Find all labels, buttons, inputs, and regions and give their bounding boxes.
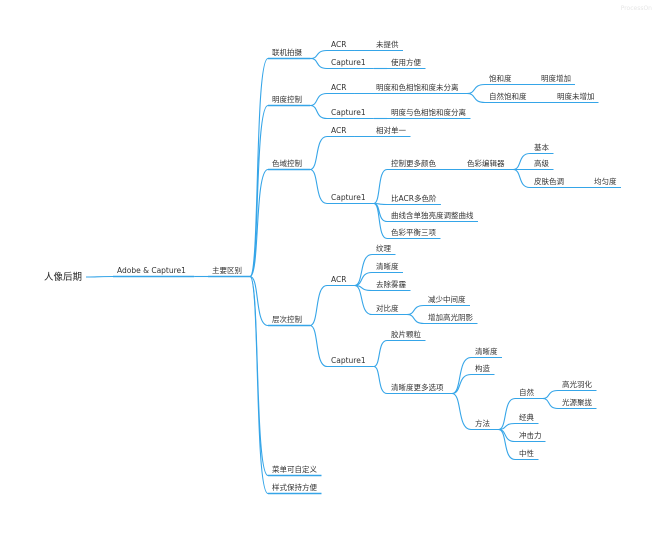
node-label: 明度增加 [541,73,571,83]
node-label: 自然 [519,387,534,397]
node-label: 样式保持方便 [272,482,317,492]
node-label: ACR [331,40,346,49]
node-label: 光源聚拢 [562,397,592,407]
node-label: 色彩平衡三项 [391,227,436,237]
node-label: 胶片颗粒 [391,329,421,339]
connector [373,168,388,205]
node-label: 皮肤色调 [534,176,564,186]
node-label: 方法 [475,418,490,428]
connector [249,104,269,278]
node-label: Capture1 [331,193,366,202]
node-label: 曲线含单独亮度调整曲线 [391,210,474,220]
node-label: Capture1 [331,108,366,117]
node-label: 色域控制 [272,158,302,168]
node-label: 饱和度 [489,73,512,83]
connector [249,275,269,495]
node-label: 菜单可自定义 [272,464,317,474]
connector [354,284,373,316]
connector [451,373,472,395]
node-label: 清晰度更多选项 [391,382,444,392]
node-label: 控制更多颜色 [391,158,436,168]
node-label: ACR [331,83,346,92]
connector [406,313,425,325]
node-label: 使用方便 [391,57,421,67]
connector [498,428,516,461]
node-label: 对比度 [376,303,399,313]
node-label: 层次控制 [272,314,302,324]
node-label: 相对单一 [376,125,406,135]
connector [309,324,328,368]
node-label: 增加高光阴影 [428,312,473,322]
connector [542,389,559,400]
node-label: 冲击力 [519,430,542,440]
connector [354,271,373,287]
mindmap-edges [86,49,621,495]
node-label: 基本 [534,142,549,152]
node-label: Capture1 [331,356,366,365]
connector [373,202,388,240]
node-label: ACR [331,275,346,284]
node-label: 均匀度 [594,176,617,186]
node-label: 比ACR多色阶 [391,193,437,203]
node-label: 未提供 [376,39,399,49]
connector [466,92,486,104]
node-label: 经典 [519,412,534,422]
connector [451,356,472,395]
node-label: 明度控制 [272,94,302,104]
connector [309,135,328,171]
node-label: 高光羽化 [562,379,592,389]
connector [451,392,472,431]
node-label: 明度与色相饱和度分离 [391,107,466,117]
node-label: 纹理 [376,243,391,253]
root-node: 人像后期 [44,271,82,283]
node-label: 去除雾霾 [376,279,406,289]
connector [309,284,328,327]
node-label: 清晰度 [376,261,399,271]
node-label: 明度未增加 [557,91,595,101]
node-label: 联机拍摄 [272,47,302,57]
mindmap-nodes: 人像后期 Adobe & Capture1 主要区别 联机拍摄 ACR 未提供 Captur… [44,39,617,492]
connector [542,397,559,410]
node-label: Capture1 [331,58,366,67]
node-label: ACR [331,126,346,135]
connector [249,275,269,327]
node-label: 主要区别 [212,265,242,275]
connector [373,339,388,368]
connector [309,104,328,120]
connector [310,49,328,60]
node-label: 高级 [534,158,549,168]
connector [512,152,531,171]
connector [406,304,425,316]
connector [466,83,486,95]
connector [249,275,269,477]
connector [354,253,373,287]
watermark: ProcessOn [621,5,652,12]
connector [310,57,328,70]
connector [373,202,388,223]
connector [498,428,516,443]
connector [309,92,328,107]
node-label: 清晰度 [475,346,498,356]
node-label: 色彩编辑器 [467,158,505,168]
connector [249,168,269,278]
connector [309,168,328,205]
connector [512,168,531,189]
connector [86,275,114,278]
connector [373,365,388,395]
node-label: 构造 [475,363,490,373]
node-label: 明度和色相饱和度未分离 [376,82,459,92]
node-label: 自然饱和度 [489,91,527,101]
node-label: 减少中间度 [428,294,466,304]
node-label: 中性 [519,448,534,458]
node-label: Adobe & Capture1 [117,266,186,275]
connector [498,397,516,431]
